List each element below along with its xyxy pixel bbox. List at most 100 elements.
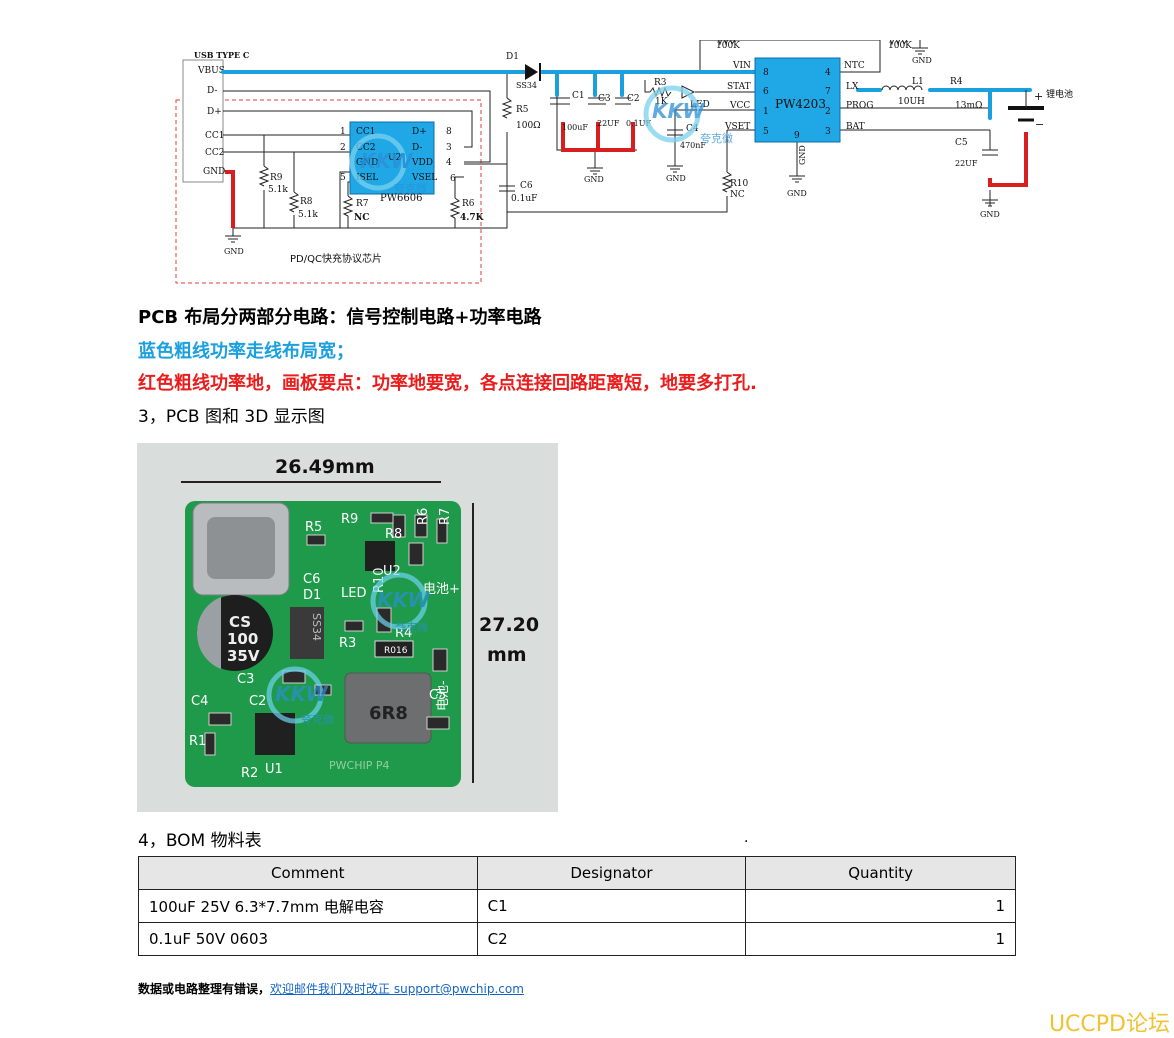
diode-ss34	[290, 607, 324, 659]
silk-r6: R6	[416, 508, 431, 525]
pd-chip-name: PW6606	[380, 193, 422, 204]
height-unit: mm	[487, 644, 527, 666]
silk-d1: D1	[303, 588, 321, 603]
c5-ref: C5	[955, 138, 968, 148]
pcb-layout-intro: PCB 布局分两部分电路：信号控制电路+功率电路	[138, 307, 542, 328]
d1-ref: D1	[506, 52, 519, 62]
r3-value: 1K	[655, 97, 668, 107]
cell-quantity: 1	[745, 922, 1016, 956]
resistor-marking: R016	[384, 646, 408, 656]
silk-brand: PWCHIP P4	[329, 759, 389, 772]
gnd-symbol	[225, 235, 241, 243]
col-designator: Designator	[476, 856, 747, 890]
col-comment: Comment	[138, 856, 478, 890]
resistor-r10	[721, 171, 733, 193]
r4-ref: R4	[950, 77, 963, 87]
cell-comment: 0.1uF 50V 0603	[138, 922, 478, 956]
gnd-label: GND	[912, 56, 932, 65]
usb-connector-title: USB TYPE C	[194, 50, 249, 60]
pcb-photo: 26.49mm 27.20 mm CS 100 35V SS34 6R8 R01…	[137, 443, 558, 812]
pin-vbus: VBUS	[197, 66, 225, 76]
capacitor-c3	[588, 97, 606, 105]
silk-r8: R8	[385, 527, 402, 542]
chg-pin-num: 7	[825, 87, 831, 97]
pd-pin-dplus: D+	[412, 127, 427, 137]
c1-value: 100uF	[562, 123, 588, 132]
chg-pin-vin: VIN	[732, 61, 751, 71]
pd-dashed-box	[175, 99, 482, 284]
pd-pin-isel: ISEL	[356, 173, 378, 183]
col-quantity: Quantity	[745, 856, 1016, 890]
support-email-link[interactable]: 欢迎邮件我们及时改正 support@pwchip.com	[270, 982, 524, 996]
r8-ref: R8	[300, 197, 313, 207]
charger-chip-name: PW4203	[775, 97, 826, 111]
pin-dplus: D+	[207, 107, 222, 117]
r3-ref: R3	[654, 78, 667, 88]
pd-pin-cc1: CC1	[356, 127, 376, 137]
silk-r7: R7	[438, 508, 453, 525]
svg-text:夸克微: 夸克微	[700, 131, 733, 145]
capacitor-c6	[499, 185, 515, 192]
svg-text:KKW: KKW	[652, 99, 705, 123]
silk-battery-plus: 电池+	[423, 582, 460, 597]
r5-value: 100Ω	[516, 121, 541, 131]
resistor-r6	[449, 197, 461, 219]
pd-pin-num: 2	[340, 143, 346, 153]
silk-c4: C4	[191, 694, 208, 709]
kkw-logo: KKW 夸克微	[266, 666, 334, 726]
c6-value: 0.1uF	[511, 194, 537, 204]
chg-pin-num: 2	[825, 107, 831, 117]
silk-c2: C2	[249, 694, 266, 709]
c3-value: 22UF	[597, 119, 620, 128]
silk-r4: R4	[395, 626, 412, 641]
kkw-logo: KKW 夸克微	[349, 133, 427, 195]
silk-r9: R9	[341, 512, 358, 527]
pd-pin-num: 1	[340, 127, 346, 137]
chg-pin-num: 5	[763, 127, 769, 137]
pd-pin-num: 8	[446, 127, 452, 137]
kkw-logo: KKW 夸克微	[643, 85, 733, 145]
pd-pin-vsel: VSEL	[411, 173, 437, 183]
ground-traces	[225, 122, 1028, 228]
gnd-label: GND	[224, 247, 244, 256]
section-3-heading: 3，PCB 图和 3D 显示图	[138, 407, 325, 427]
d1-value: SS34	[516, 81, 537, 90]
silk-u1: U1	[265, 762, 283, 777]
capacitor-c4	[667, 129, 683, 136]
cell-quantity: 1	[745, 889, 1016, 923]
resistor-r7	[342, 195, 354, 217]
capacitor-c1	[550, 97, 570, 105]
svg-text:KKW: KKW	[377, 588, 430, 612]
height-value: 27.20	[479, 614, 539, 636]
forum-watermark: UCCPD论坛	[1048, 1012, 1170, 1037]
capacitor-c2	[615, 97, 631, 105]
footer-note: 数据或电路整理有错误，欢迎邮件我们及时改正 support@pwchip.com	[138, 980, 524, 997]
table-row: 0.1uF 50V 0603 C2 1	[138, 922, 1016, 956]
sense-resistor	[374, 640, 414, 658]
cell-designator: C1	[476, 889, 747, 923]
silk-battery-minus: 电池-	[436, 680, 451, 711]
chg-pin-bat: BAT	[846, 122, 865, 132]
pd-chip-u2	[365, 541, 395, 571]
chg-pin-num: 6	[763, 87, 769, 97]
resistor-r5	[501, 97, 513, 119]
pd-pin-num: 6	[450, 174, 456, 184]
silk-c3: C3	[237, 672, 254, 687]
gnd-symbol	[587, 167, 603, 175]
gnd-label: GND	[980, 210, 1000, 219]
inductor-marking: 6R8	[369, 703, 408, 724]
red-ground-note: 红色粗线功率地，画板要点：功率地要宽，各点连接回路距离短，地要多打孔.	[138, 373, 757, 394]
signal-wires	[223, 40, 991, 236]
svg-text:夸克微: 夸克微	[394, 181, 427, 195]
gnd-symbol	[667, 165, 683, 173]
svg-text:夸克微: 夸克微	[395, 620, 428, 634]
r5-ref: R5	[516, 105, 529, 115]
battery-minus: −	[1035, 118, 1044, 131]
pin-cc2: CC2	[205, 148, 225, 158]
r9-value: 5.1k	[268, 185, 288, 195]
resistor-r1	[714, 40, 736, 46]
pd-pin-num: 4	[446, 158, 452, 168]
gnd-label: GND	[584, 175, 604, 184]
power-traces	[221, 70, 1032, 120]
chg-pin-num: 4	[825, 68, 831, 78]
